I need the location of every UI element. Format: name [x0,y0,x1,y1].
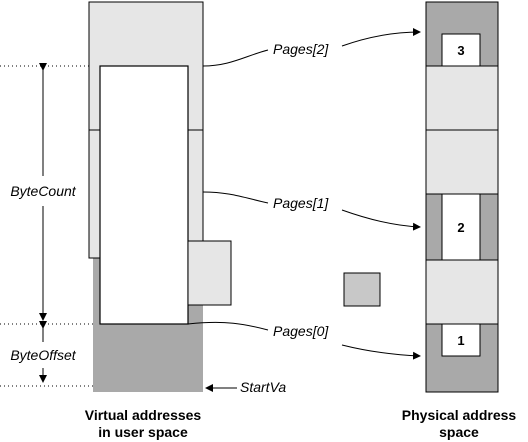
virtual-side-tab [187,240,232,306]
physical-page-3-box [441,33,481,67]
pages-2-connector-left [202,49,269,67]
pages-0-connector-right [341,344,421,360]
pages-0-label: Pages[0] [273,323,329,339]
dimension-arrows [39,63,237,392]
pages-2-connector-right [341,28,421,47]
byte-count-label: ByteCount [10,183,76,199]
pages-0-connector-left [187,321,269,331]
pages-1-connector-right [341,209,421,231]
page-number-1: 1 [457,333,464,348]
dotted-guides [0,65,93,387]
physical-caption-line2: space [439,424,479,440]
virtual-address-column [88,1,232,392]
virtual-caption-line1: Virtual addresses [85,407,202,423]
pages-1-connector-left [202,191,269,204]
physical-page-2-box [441,193,481,261]
virtual-caption-line2: in user space [98,424,188,440]
page-number-3: 3 [457,43,464,58]
page-connectors [187,28,421,360]
mdl-buffer-box [99,65,189,325]
physical-address-column: 3 2 1 [425,1,499,393]
physical-light-block [425,65,499,131]
pages-2-label: Pages[2] [273,41,329,57]
start-va-label: StartVa [240,379,286,395]
physical-caption-line1: Physical address [402,407,517,423]
physical-light-block [425,259,499,325]
physical-light-block [425,129,499,195]
page-number-2: 2 [457,220,464,235]
physical-page-1-box [441,323,481,357]
pages-1-label: Pages[1] [273,195,329,211]
gray-square [343,272,381,307]
byte-offset-label: ByteOffset [10,347,76,363]
